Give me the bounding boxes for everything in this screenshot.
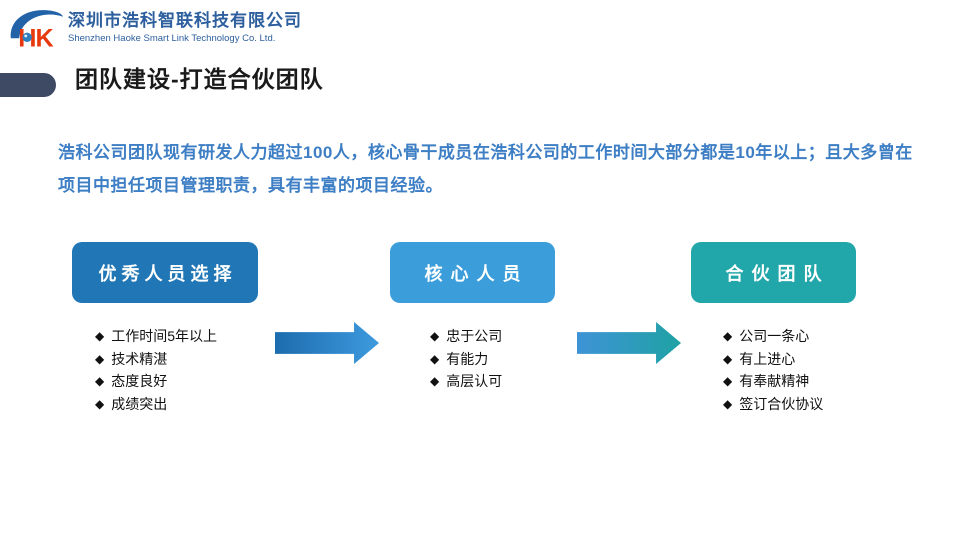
diamond-bullet-icon: ◆ <box>723 329 733 344</box>
diamond-bullet-icon: ◆ <box>95 329 105 344</box>
diamond-bullet-icon: ◆ <box>430 374 440 389</box>
right-arrow-icon <box>275 322 379 364</box>
stage-list-core-personnel: ◆ 忠于公司 ◆ 有能力 ◆ 高层认可 <box>430 325 502 393</box>
list-item-label: 有奉献精神 <box>739 373 810 390</box>
title-accent-bar <box>0 73 56 97</box>
right-arrow-icon <box>577 322 681 364</box>
diamond-bullet-icon: ◆ <box>430 329 440 344</box>
company-name-block: 深圳市浩科智联科技有限公司 Shenzhen Haoke Smart Link … <box>68 11 302 45</box>
list-item-label: 态度良好 <box>111 373 168 390</box>
diamond-bullet-icon: ◆ <box>430 351 440 366</box>
diamond-bullet-icon: ◆ <box>95 374 105 389</box>
stage-box-partner-team: 合伙团队 <box>691 242 856 303</box>
list-item-label: 签订合伙协议 <box>739 395 824 412</box>
list-item: ◆ 成绩突出 <box>95 393 217 416</box>
company-name-en: Shenzhen Haoke Smart Link Technology Co.… <box>68 33 276 45</box>
list-item-label: 有能力 <box>446 350 489 367</box>
diamond-bullet-icon: ◆ <box>723 351 733 366</box>
list-item: ◆ 有奉献精神 <box>723 370 823 393</box>
list-item: ◆ 有上进心 <box>723 348 823 371</box>
list-item-label: 技术精湛 <box>111 350 168 367</box>
list-item-label: 公司一条心 <box>739 328 810 345</box>
list-item: ◆ 工作时间5年以上 <box>95 325 217 348</box>
list-item: ◆ 态度良好 <box>95 370 217 393</box>
diamond-bullet-icon: ◆ <box>723 396 733 411</box>
list-item-label: 工作时间5年以上 <box>111 328 218 345</box>
intro-paragraph: 浩科公司团队现有研发人力超过100人，核心骨干成员在浩科公司的工作时间大部分都是… <box>58 143 913 195</box>
diamond-bullet-icon: ◆ <box>723 374 733 389</box>
stage-list-partner-team: ◆ 公司一条心 ◆ 有上进心 ◆ 有奉献精神 ◆ 签订合伙协议 <box>723 325 823 415</box>
list-item: ◆ 签订合伙协议 <box>723 393 823 416</box>
stage-box-core-personnel: 核心人员 <box>390 242 555 303</box>
list-item: ◆ 忠于公司 <box>430 325 502 348</box>
list-item: ◆ 有能力 <box>430 348 502 371</box>
list-item-label: 高层认可 <box>446 373 503 390</box>
list-item-label: 忠于公司 <box>446 328 503 345</box>
list-item: ◆ 技术精湛 <box>95 348 217 371</box>
stage-box-excellent-selection: 优秀人员选择 <box>72 242 258 303</box>
diamond-bullet-icon: ◆ <box>95 351 105 366</box>
stage-list-excellent-selection: ◆ 工作时间5年以上 ◆ 技术精湛 ◆ 态度良好 ◆ 成绩突出 <box>95 325 217 415</box>
list-item-label: 有上进心 <box>739 350 796 367</box>
list-item: ◆ 高层认可 <box>430 370 502 393</box>
list-item-label: 成绩突出 <box>111 395 168 412</box>
company-logo-icon: HK <box>10 10 64 51</box>
page-title: 团队建设-打造合伙团队 <box>75 66 324 92</box>
company-name-zh: 深圳市浩科智联科技有限公司 <box>68 11 302 30</box>
list-item: ◆ 公司一条心 <box>723 325 823 348</box>
diamond-bullet-icon: ◆ <box>95 396 105 411</box>
